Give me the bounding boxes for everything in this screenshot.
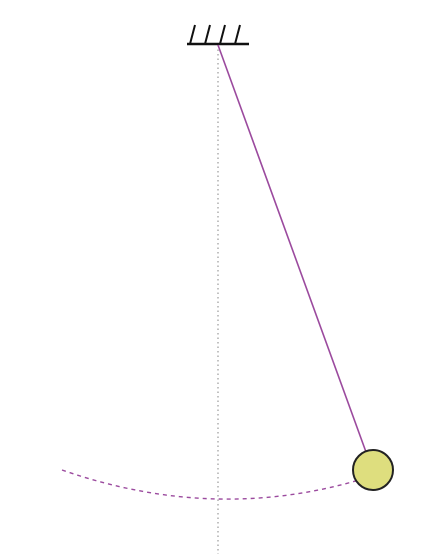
support-hatch [234,24,241,45]
pendulum-bob [352,449,394,491]
swing-arc [61,469,373,500]
support-hatch [204,24,211,45]
fixed-support [187,24,249,46]
support-hatch [189,24,196,45]
pendulum-string [217,44,367,453]
support-hatch [219,24,226,45]
